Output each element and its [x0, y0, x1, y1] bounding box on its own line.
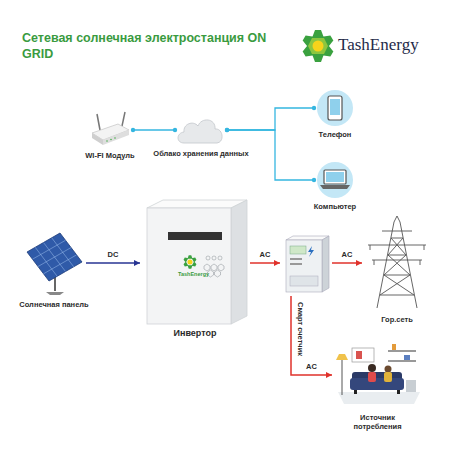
logo-mark: [301, 30, 335, 62]
cloud-icon: [178, 120, 222, 143]
connector-dot: [173, 128, 177, 132]
meter-node: Смарт счетчик: [283, 232, 329, 294]
smart-meter-icon: [286, 236, 329, 292]
connector-dot: [312, 178, 316, 182]
connector: [133, 129, 175, 130]
node-caption: WI-FI Модуль: [85, 151, 134, 160]
node-caption: Облако хранения данных: [153, 149, 248, 158]
inverter-node: Инвертор: [143, 200, 247, 326]
edge-label: DC: [107, 251, 120, 260]
node-caption: Солнечная панель: [19, 300, 88, 309]
title: Сетевая солнечная электростанция ON GRID: [22, 30, 292, 63]
arrowhead: [326, 372, 332, 378]
living-room-icon: [336, 344, 420, 404]
solar-panel-icon: [27, 233, 82, 295]
node-caption: Смарт счетчик: [296, 302, 305, 356]
computer-node: Компьютер: [317, 162, 353, 198]
arrowhead: [134, 260, 140, 266]
cloud-node: Облако хранения данных: [178, 115, 224, 145]
wifi-router-icon: [92, 112, 129, 145]
arrowhead: [274, 260, 280, 266]
solar-node: Солнечная панель: [25, 230, 83, 296]
inverter-logo-text: TashEnergy: [178, 271, 209, 277]
wifi-node: WI-FI Модуль: [90, 113, 130, 147]
phone-icon: [317, 90, 353, 126]
connector-dot: [131, 128, 135, 132]
connector: [291, 296, 332, 375]
connector: [227, 108, 314, 130]
power-tower-icon: [368, 216, 426, 308]
inverter-housing: [147, 200, 247, 324]
node-caption: Источник потребления: [338, 413, 418, 431]
arrowhead: [356, 260, 362, 266]
connector: [86, 262, 140, 264]
logo-text: TashEnergy: [338, 35, 419, 55]
connector-dot: [312, 106, 316, 110]
edge-label: AC: [305, 363, 318, 372]
consumer-node: Источник потребления: [335, 345, 420, 405]
edge-label: AC: [341, 251, 354, 260]
edge-label: AC: [259, 251, 272, 260]
phone-node: Телефон: [317, 90, 353, 126]
node-caption: Компьютер: [314, 202, 356, 211]
laptop-icon: [317, 162, 353, 198]
grid-node: Гор.сеть: [365, 215, 429, 311]
connector-dot: [225, 128, 229, 132]
connector-dot: [225, 128, 229, 132]
node-caption: Телефон: [319, 130, 352, 139]
node-caption: Гор.сеть: [381, 315, 413, 324]
node-caption: Инвертор: [174, 328, 217, 339]
